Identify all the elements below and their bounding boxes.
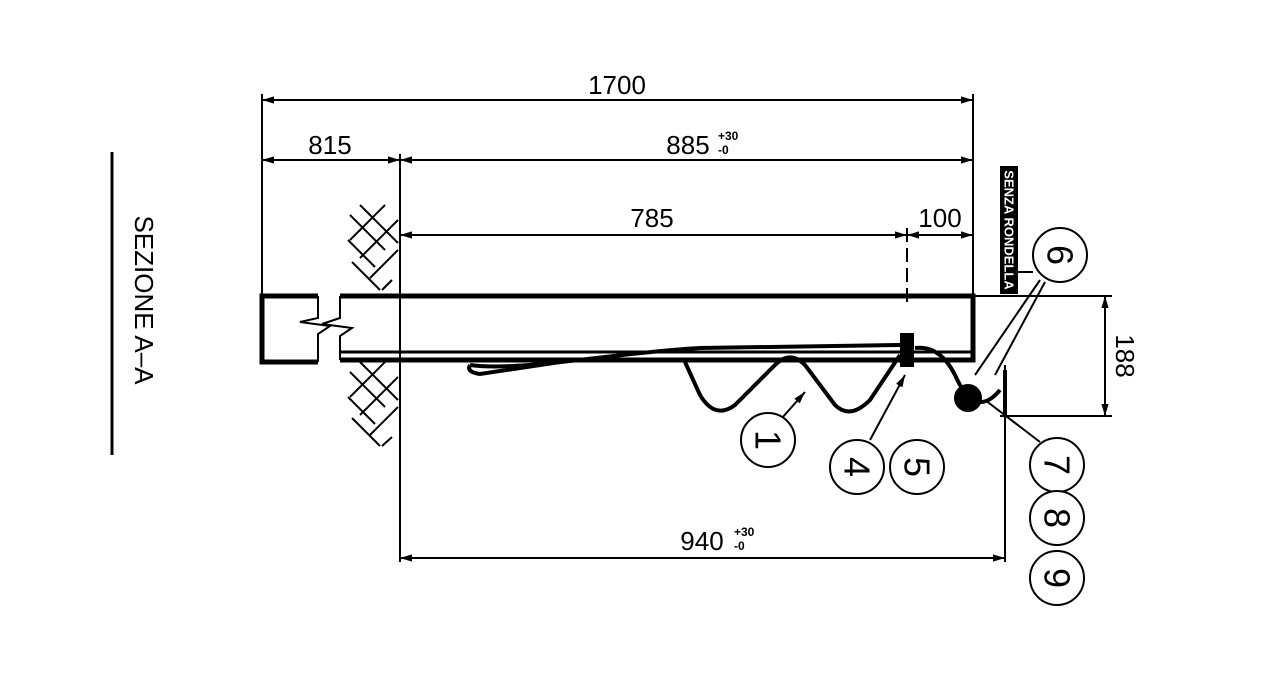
dim-left: 815 (308, 130, 351, 160)
leader-lines (781, 271, 1046, 443)
dim-bottom-tol-plus: +30 (734, 525, 755, 539)
balloon-9: 9 (1037, 568, 1078, 588)
balloon-5: 5 (897, 457, 938, 477)
dim-right-tol-minus: -0 (718, 143, 729, 157)
note-box (1000, 166, 1018, 294)
dim-right-tol-plus: +30 (718, 129, 739, 143)
note-text: SENZA RONDELLA (1002, 170, 1017, 290)
section-title: SEZIONE A–A (129, 215, 159, 385)
balloon-1: 1 (748, 430, 789, 450)
balloon-4: 4 (837, 457, 878, 477)
balloon-6: 6 (1040, 245, 1081, 265)
dim-right: 885 (666, 130, 709, 160)
dim-bottom: 940 (680, 526, 723, 556)
dim-inner: 785 (630, 203, 673, 233)
guardrail-beam (467, 333, 1007, 415)
dim-offset: 100 (918, 203, 961, 233)
dimension-lines (262, 96, 1109, 562)
extension-lines (261, 94, 1112, 562)
dim-bottom-tol-minus: -0 (734, 539, 745, 553)
ground-hatch (347, 204, 399, 447)
deck-slab (259, 293, 976, 365)
balloon-7: 7 (1037, 455, 1078, 475)
balloons (740, 227, 1088, 606)
dim-overall: 1700 (588, 70, 646, 100)
balloon-8: 8 (1037, 508, 1078, 528)
dim-height: 188 (1110, 334, 1140, 377)
